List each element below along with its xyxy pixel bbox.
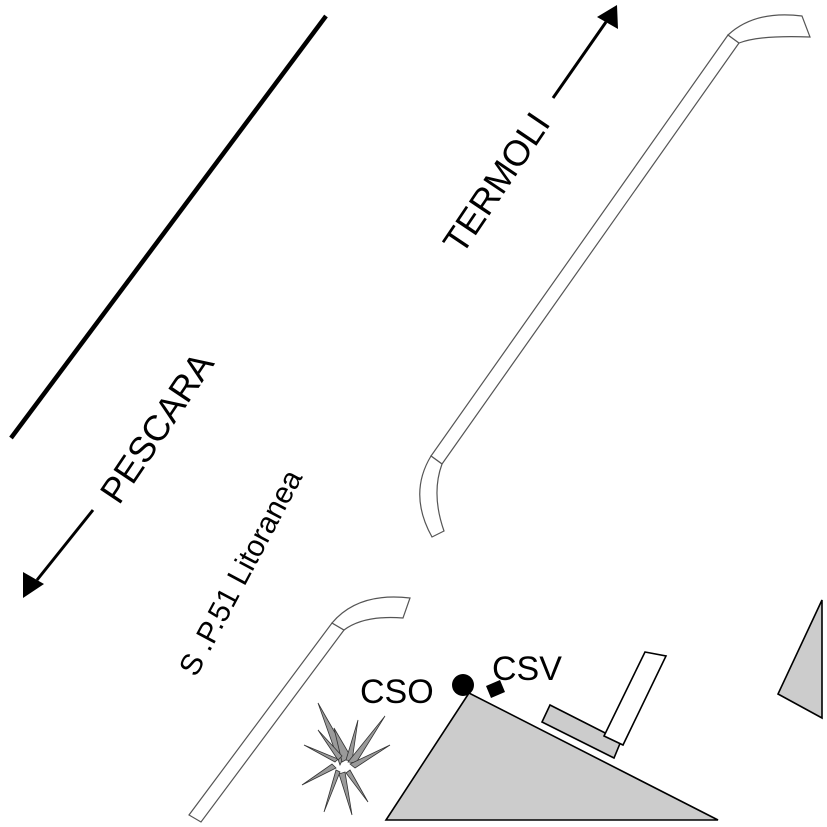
label-road-name: S .P.51 Litoranea (173, 464, 309, 681)
label-termoli: TERMOLI (435, 105, 558, 261)
palm-plant-icon (301, 702, 391, 816)
label-csv: CSV (492, 650, 562, 688)
coast-road-line (9, 14, 328, 440)
label-cso: CSO (360, 673, 434, 711)
arrow-down-left-icon (23, 509, 95, 598)
main-building (384, 651, 719, 821)
filled-square-icon (486, 680, 505, 698)
arrow-up-right-icon (551, 5, 618, 99)
building-edge-right (776, 599, 823, 720)
filled-circle-icon (452, 674, 474, 696)
sidewalk-strip-short (188, 596, 411, 823)
sidewalk-strip-long (419, 14, 811, 538)
label-pescara: PESCARA (92, 345, 222, 511)
